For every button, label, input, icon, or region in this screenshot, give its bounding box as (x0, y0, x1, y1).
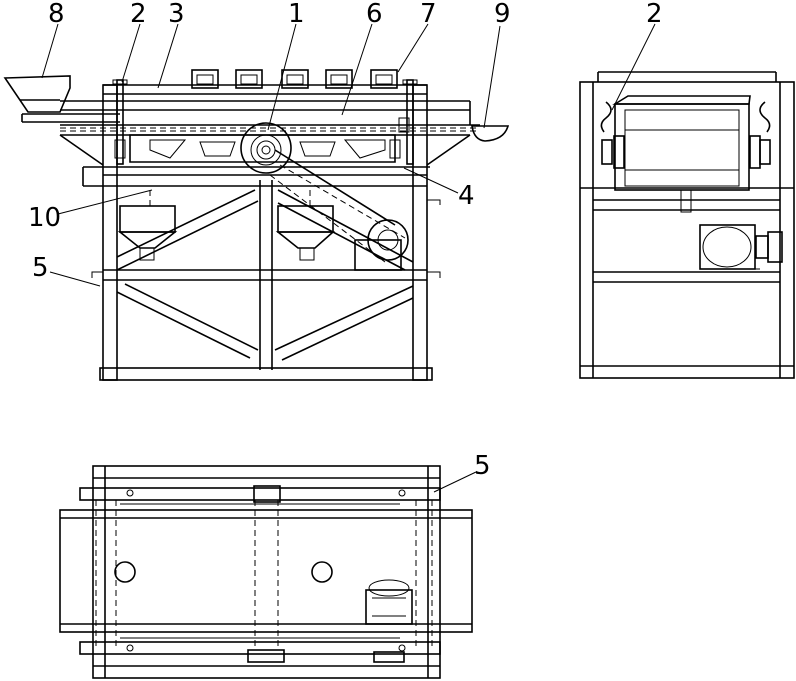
side-view: 2 (579, 0, 795, 379)
label-2: 2 (130, 0, 147, 29)
plan-label-5: 5 (474, 451, 491, 481)
label-7: 7 (420, 0, 437, 29)
front-leaders (41, 23, 501, 287)
label-4: 4 (458, 181, 475, 211)
label-1: 1 (288, 0, 305, 29)
exciter-pulley (240, 122, 292, 174)
feed-hopper (3, 75, 71, 113)
label-8: 8 (48, 0, 65, 29)
belt-drive (269, 149, 409, 271)
side-label-2: 2 (646, 0, 663, 29)
label-3: 3 (168, 0, 185, 29)
label-9: 9 (494, 0, 511, 29)
front-frame (82, 84, 441, 381)
discharge-chute (471, 125, 510, 142)
collection-funnels (117, 190, 336, 261)
front-view: 8 2 3 1 6 7 9 4 10 5 (3, 0, 511, 381)
label-10: 10 (28, 203, 61, 233)
spring-hangers (112, 79, 418, 165)
label-5: 5 (32, 253, 49, 283)
top-beam (103, 84, 427, 95)
magnet-boxes (191, 69, 398, 89)
label-6: 6 (366, 0, 383, 29)
plan-view: 5 (59, 451, 491, 679)
vibrating-trough (21, 100, 480, 166)
